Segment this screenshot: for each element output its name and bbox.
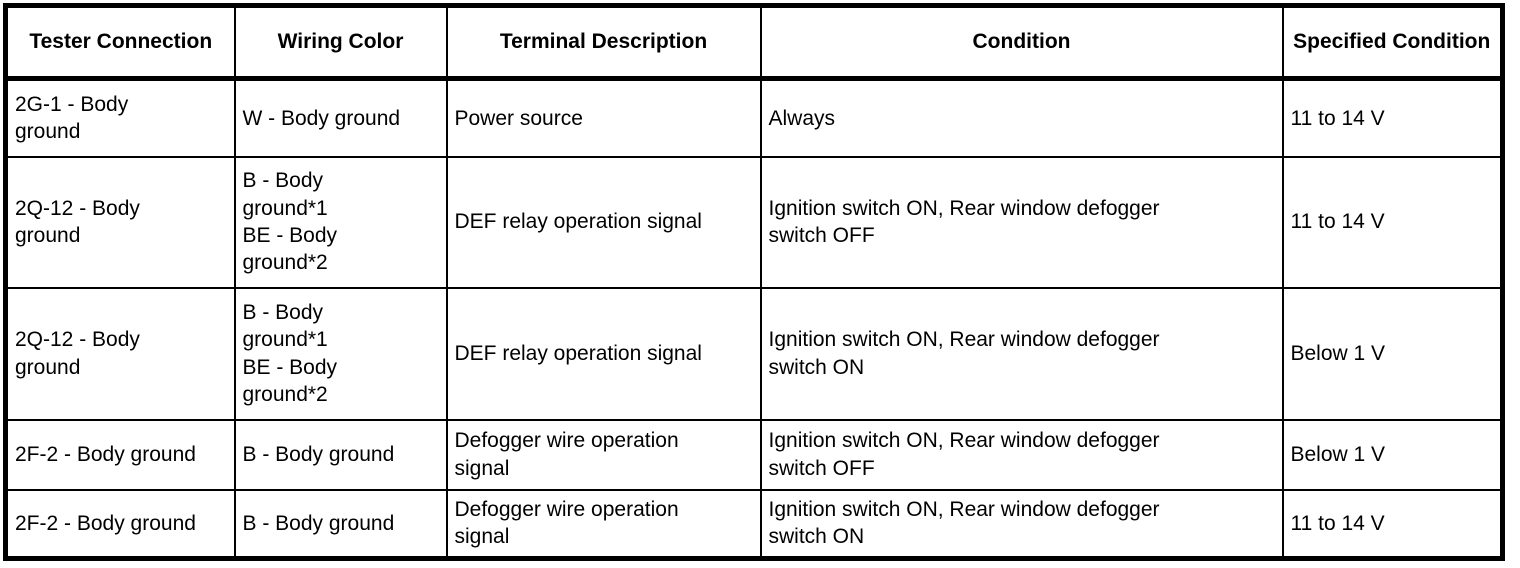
column-header-tester-connection: Tester Connection	[5, 5, 236, 81]
cell-wiring-color: W - Body ground	[234, 78, 448, 158]
cell-tester-connection: 2F-2 - Body ground	[5, 419, 236, 491]
table-row: 2G-1 - Body ground W - Body ground Power…	[5, 78, 1503, 158]
table-row: 2F-2 - Body ground B - Body ground Defog…	[5, 489, 1503, 559]
cell-terminal-description: DEF relay operation signal	[446, 156, 762, 289]
cell-specified-condition: 11 to 14 V	[1282, 156, 1503, 289]
cell-wiring-color: B - Body ground	[234, 419, 448, 491]
column-header-specified-condition: Specified Condition	[1282, 5, 1503, 81]
table-body: 2G-1 - Body ground W - Body ground Power…	[5, 78, 1503, 559]
cell-condition: Ignition switch ON, Rear window defogger…	[760, 419, 1284, 491]
cell-specified-condition: Below 1 V	[1282, 287, 1503, 421]
cell-tester-connection: 2Q-12 - Body ground	[5, 156, 236, 289]
cell-condition: Always	[760, 78, 1284, 158]
cell-specified-condition: 11 to 14 V	[1290, 511, 1385, 535]
cell-wiring-color: B - Body ground*1 BE - Body ground*2	[234, 287, 448, 421]
table-row: 2F-2 - Body ground B - Body ground Defog…	[5, 419, 1503, 491]
cell-wiring-color: B - Body ground*1 BE - Body ground*2	[234, 156, 448, 289]
cell-terminal-description: Power source	[446, 78, 762, 158]
header-row: Tester Connection Wiring Color Terminal …	[5, 5, 1503, 81]
table-row: 2Q-12 - Body ground B - Body ground*1 BE…	[5, 287, 1503, 421]
cell-tester-connection: 2Q-12 - Body ground	[5, 287, 236, 421]
cell-specified-condition: 11 to 14 V	[1282, 78, 1503, 158]
cell-specified-condition: Below 1 V	[1282, 419, 1503, 491]
column-header-terminal-description: Terminal Description	[446, 5, 762, 81]
cell-condition: Ignition switch ON, Rear window defogger…	[760, 156, 1284, 289]
cell-condition: Ignition switch ON, Rear window defogger…	[760, 287, 1284, 421]
column-header-condition: Condition	[760, 5, 1284, 81]
table-header: Tester Connection Wiring Color Terminal …	[5, 5, 1503, 81]
cell-terminal-description: Defogger wire operation signal	[446, 419, 762, 491]
cell-wiring-color: B - Body ground	[234, 489, 448, 559]
column-header-wiring-color: Wiring Color	[234, 5, 448, 81]
cell-tester-connection: 2G-1 - Body ground	[5, 78, 236, 158]
cell-terminal-description: DEF relay operation signal	[446, 287, 762, 421]
terminal-inspection-table: Tester Connection Wiring Color Terminal …	[3, 3, 1505, 561]
cell-terminal-description: Defogger wire operation signal	[446, 489, 762, 559]
cell-tester-connection: 2F-2 - Body ground	[5, 489, 236, 559]
table-row: 2Q-12 - Body ground B - Body ground*1 BE…	[5, 156, 1503, 289]
cell-condition: Ignition switch ON, Rear window defogger…	[760, 489, 1284, 559]
